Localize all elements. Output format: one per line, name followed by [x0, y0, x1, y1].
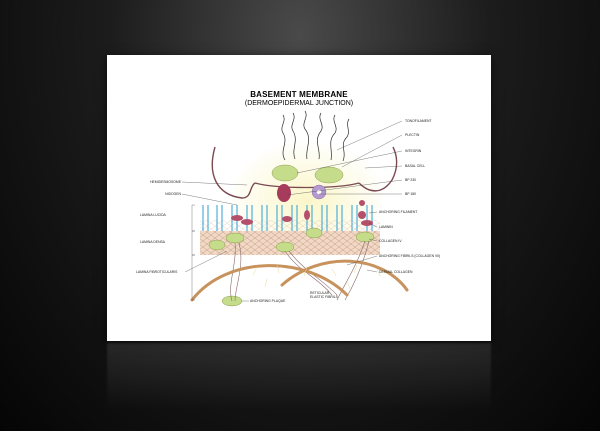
label-nidogen: NIDOGEN — [165, 192, 181, 196]
label-lamina-densa: LAMINA DENSA — [140, 240, 166, 244]
label-laminin: LAMININ — [379, 225, 393, 229]
label-integrin: INTEGRIN — [405, 149, 422, 153]
label-anchoring-fibrils: ANCHORING FIBRILS (COLLAGEN VII) — [379, 254, 441, 258]
label-plectin: PLECTIN — [405, 133, 420, 137]
label-dermal-collagen: DERMAL COLLAGEN — [379, 270, 413, 274]
cell-membrane-left — [211, 146, 256, 199]
label-elastic-fibrils: ELASTIC FIBRILS — [310, 295, 338, 299]
dermal-collagen — [190, 259, 409, 302]
label-hemidesmosome: HEMIDESMOSOME — [150, 180, 181, 184]
label-anchoring-filament: ANCHORING FILAMENT — [379, 210, 418, 214]
label-lamina-lucida: LAMINA LUCIDA — [140, 213, 166, 217]
blue-filaments — [202, 205, 373, 231]
label-basal-cell: BASAL CELL — [405, 164, 426, 168]
bp180-center — [316, 189, 322, 195]
label-tonofilament: TONOFILAMENT — [405, 119, 432, 123]
diagram-subtitle: (DERMOEPIDERMAL JUNCTION) — [244, 100, 354, 107]
lamina-lucida-hatch — [200, 220, 380, 231]
bp230-body — [277, 184, 291, 202]
poster-reflection — [107, 343, 491, 413]
label-collagen-iv: COLLAGEN IV — [379, 239, 402, 243]
label-bp180: BP 180 — [405, 192, 417, 196]
elastic-fibrils — [252, 264, 381, 290]
label-reticular: RETICULAR — [310, 291, 330, 295]
plectin-oval-right — [314, 166, 344, 184]
label-anchoring-plaque: ANCHORING PLAQUE — [250, 299, 286, 303]
label-lamina-fibroreticularis: LAMINA FIBROTICULARIS — [136, 270, 178, 274]
label-bp230: BP 230 — [405, 178, 417, 182]
left-brackets — [191, 204, 195, 301]
plectin-oval-left — [271, 164, 299, 182]
cell-membrane-right — [358, 146, 398, 192]
cell-membrane-middle — [254, 182, 360, 189]
hemidesmosome-plaques — [231, 200, 373, 226]
tonofilaments — [281, 110, 350, 162]
diagram-poster: BASEMENT MEMBRANE (DERMOEPIDERMAL JUNCTI… — [107, 55, 491, 341]
diagram-title: BASEMENT MEMBRANE — [250, 90, 348, 99]
basement-membrane-illustration — [181, 110, 409, 307]
